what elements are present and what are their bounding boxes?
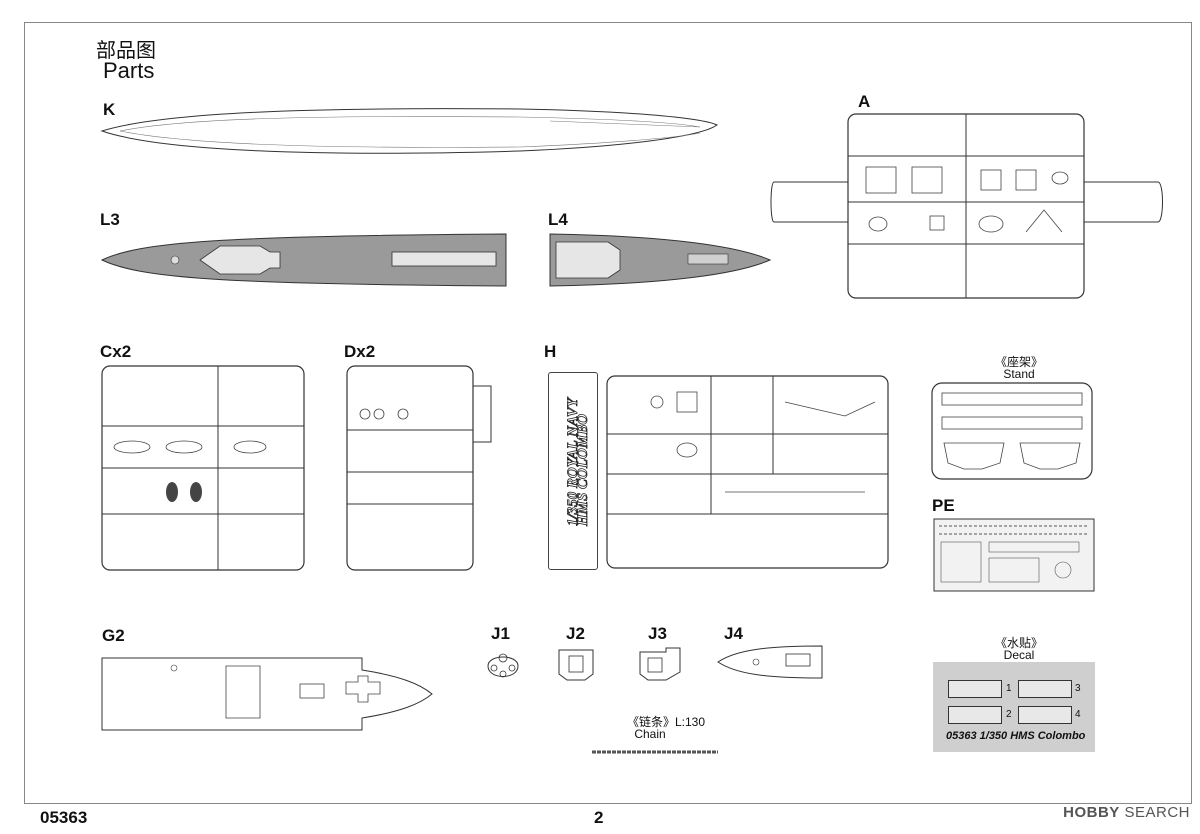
union-flag-decal-1 — [948, 680, 1002, 698]
footer-product-code: 05363 — [40, 808, 88, 827]
hull-part-k — [100, 108, 718, 154]
union-flag-decal-3 — [1018, 680, 1072, 698]
label-l4: L4 — [548, 210, 568, 229]
stand-caption-cn: 《座架》 — [994, 355, 1043, 369]
decal-number-3: 3 — [1075, 683, 1081, 694]
title-chinese: 部品图 — [96, 40, 156, 62]
sprue-h-nameplate-line2: HMS COLOMBO — [548, 372, 596, 568]
ensign-decal-4 — [1018, 706, 1072, 724]
label-pe: PE — [932, 496, 955, 515]
decal-number-4: 4 — [1075, 709, 1081, 720]
sprue-h — [606, 375, 889, 569]
sprue-c — [101, 365, 305, 571]
ensign-decal-2 — [948, 706, 1002, 724]
title-english: Parts — [103, 58, 155, 83]
sprue-stand — [931, 382, 1093, 480]
deck-part-l4 — [549, 233, 772, 287]
label-a: A — [858, 92, 871, 111]
sprue-d — [346, 365, 492, 571]
label-g2: G2 — [102, 626, 125, 645]
label-d: Dx2 — [344, 342, 376, 361]
footer-page-number: 2 — [594, 808, 604, 827]
deck-part-l3 — [100, 233, 507, 287]
decal-number-1: 1 — [1006, 683, 1012, 694]
sprue-h-text-2: HMS COLOMBO — [575, 413, 592, 527]
sprue-a — [770, 113, 1163, 299]
watermark-brand: HOBBY — [1063, 804, 1120, 821]
label-l3: L3 — [100, 210, 120, 229]
watermark-suffix: SEARCH — [1124, 804, 1190, 821]
part-j2 — [558, 649, 594, 681]
label-j4: J4 — [724, 624, 743, 643]
photo-etch-sheet — [933, 518, 1095, 592]
chain-caption-en: Chain — [634, 727, 666, 741]
anchor-chain — [592, 750, 718, 754]
label-j2: J2 — [566, 624, 585, 643]
stand-caption-en: Stand — [1003, 367, 1035, 381]
sprue-h-nameplate: 1/350 ROYAL NAVY — [548, 372, 598, 570]
part-j3 — [639, 647, 681, 681]
part-j4 — [717, 645, 823, 679]
deck-part-g2 — [101, 657, 433, 731]
watermark: HOBBY SEARCH — [1063, 804, 1190, 821]
label-j1: J1 — [491, 624, 510, 643]
page-frame — [24, 22, 1192, 804]
decal-number-2: 2 — [1006, 709, 1012, 720]
part-j1 — [487, 653, 519, 678]
decal-caption-cn: 《水贴》 — [994, 636, 1043, 650]
label-k: K — [103, 100, 116, 119]
label-j3: J3 — [648, 624, 667, 643]
label-c: Cx2 — [100, 342, 132, 361]
chain-caption-cn: 《链条》L:130 — [626, 715, 706, 729]
decal-caption-en: Decal — [1003, 648, 1035, 662]
decal-sheet-text: 05363 1/350 HMS Colombo — [946, 730, 1086, 742]
label-h: H — [544, 342, 557, 361]
